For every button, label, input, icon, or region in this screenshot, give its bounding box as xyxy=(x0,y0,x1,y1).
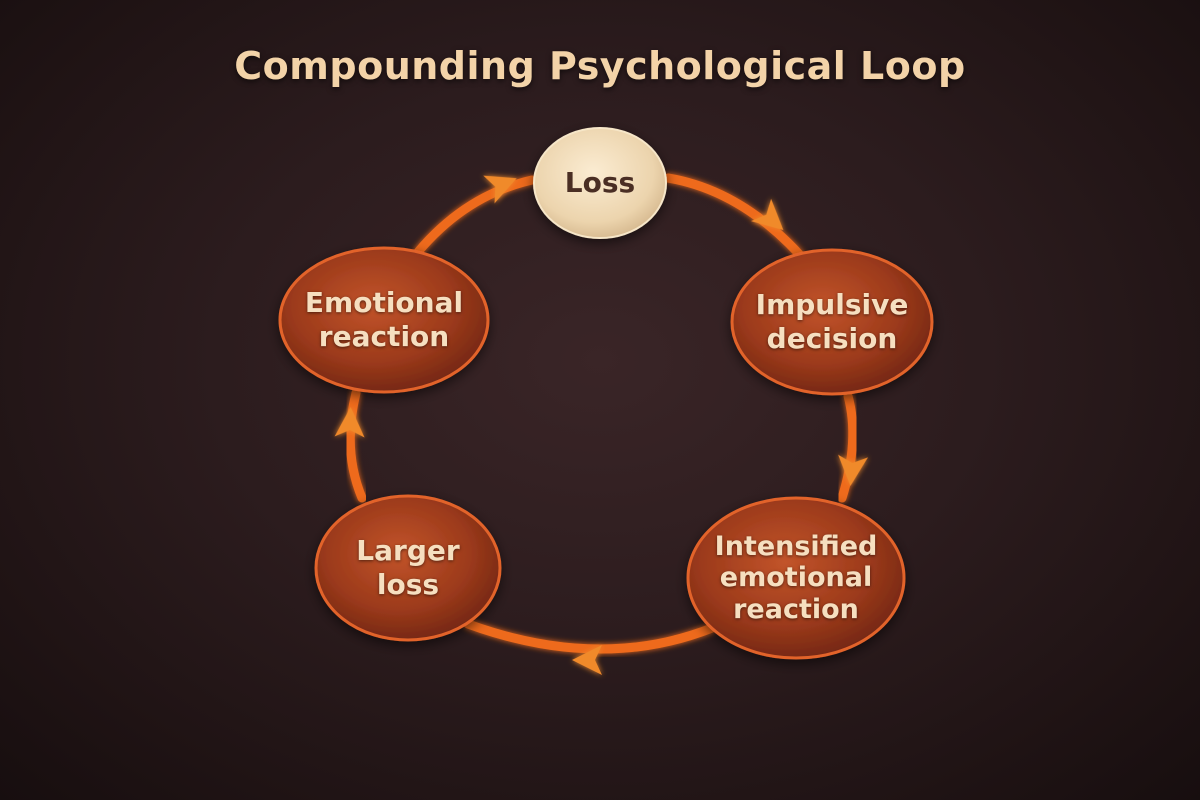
edges-layer xyxy=(334,173,868,675)
diagram-title: Compounding Psychological Loop xyxy=(234,44,966,88)
arrowhead-icon xyxy=(838,454,868,486)
arrowhead-icon xyxy=(334,407,365,438)
node-intensified-shape xyxy=(686,496,906,660)
arrowhead-icon xyxy=(751,198,784,231)
edge-line xyxy=(837,391,858,503)
node-emotional-shape xyxy=(278,246,490,394)
edge-line xyxy=(463,619,717,654)
edge-loss-to-impulsive xyxy=(663,173,805,260)
node-larger-shape xyxy=(314,494,502,642)
edge-intensified-to-larger xyxy=(463,619,717,675)
edge-line xyxy=(345,388,367,503)
node-loss-shape xyxy=(533,127,667,239)
arrowhead-icon xyxy=(572,645,602,675)
edge-impulsive-to-intensified xyxy=(837,391,868,503)
arrowhead-icon xyxy=(483,175,517,204)
edge-line xyxy=(413,175,537,257)
edge-line xyxy=(663,173,805,260)
edge-emotional-to-loss xyxy=(413,175,537,257)
nodes-layer xyxy=(278,127,934,660)
node-impulsive-shape xyxy=(730,248,934,396)
edge-larger-to-emotional xyxy=(334,388,367,503)
